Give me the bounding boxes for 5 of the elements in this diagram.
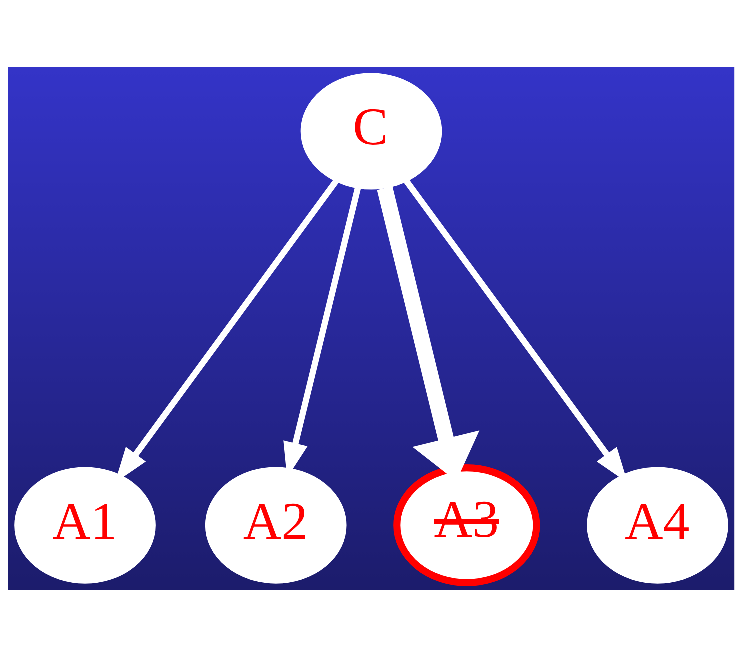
node-ellipse: A3	[394, 464, 540, 586]
node-ellipse: A4	[587, 466, 728, 584]
node-ellipse: A1	[14, 466, 156, 584]
node-ellipse: C	[300, 72, 442, 190]
node-ellipse: A2	[205, 466, 347, 584]
